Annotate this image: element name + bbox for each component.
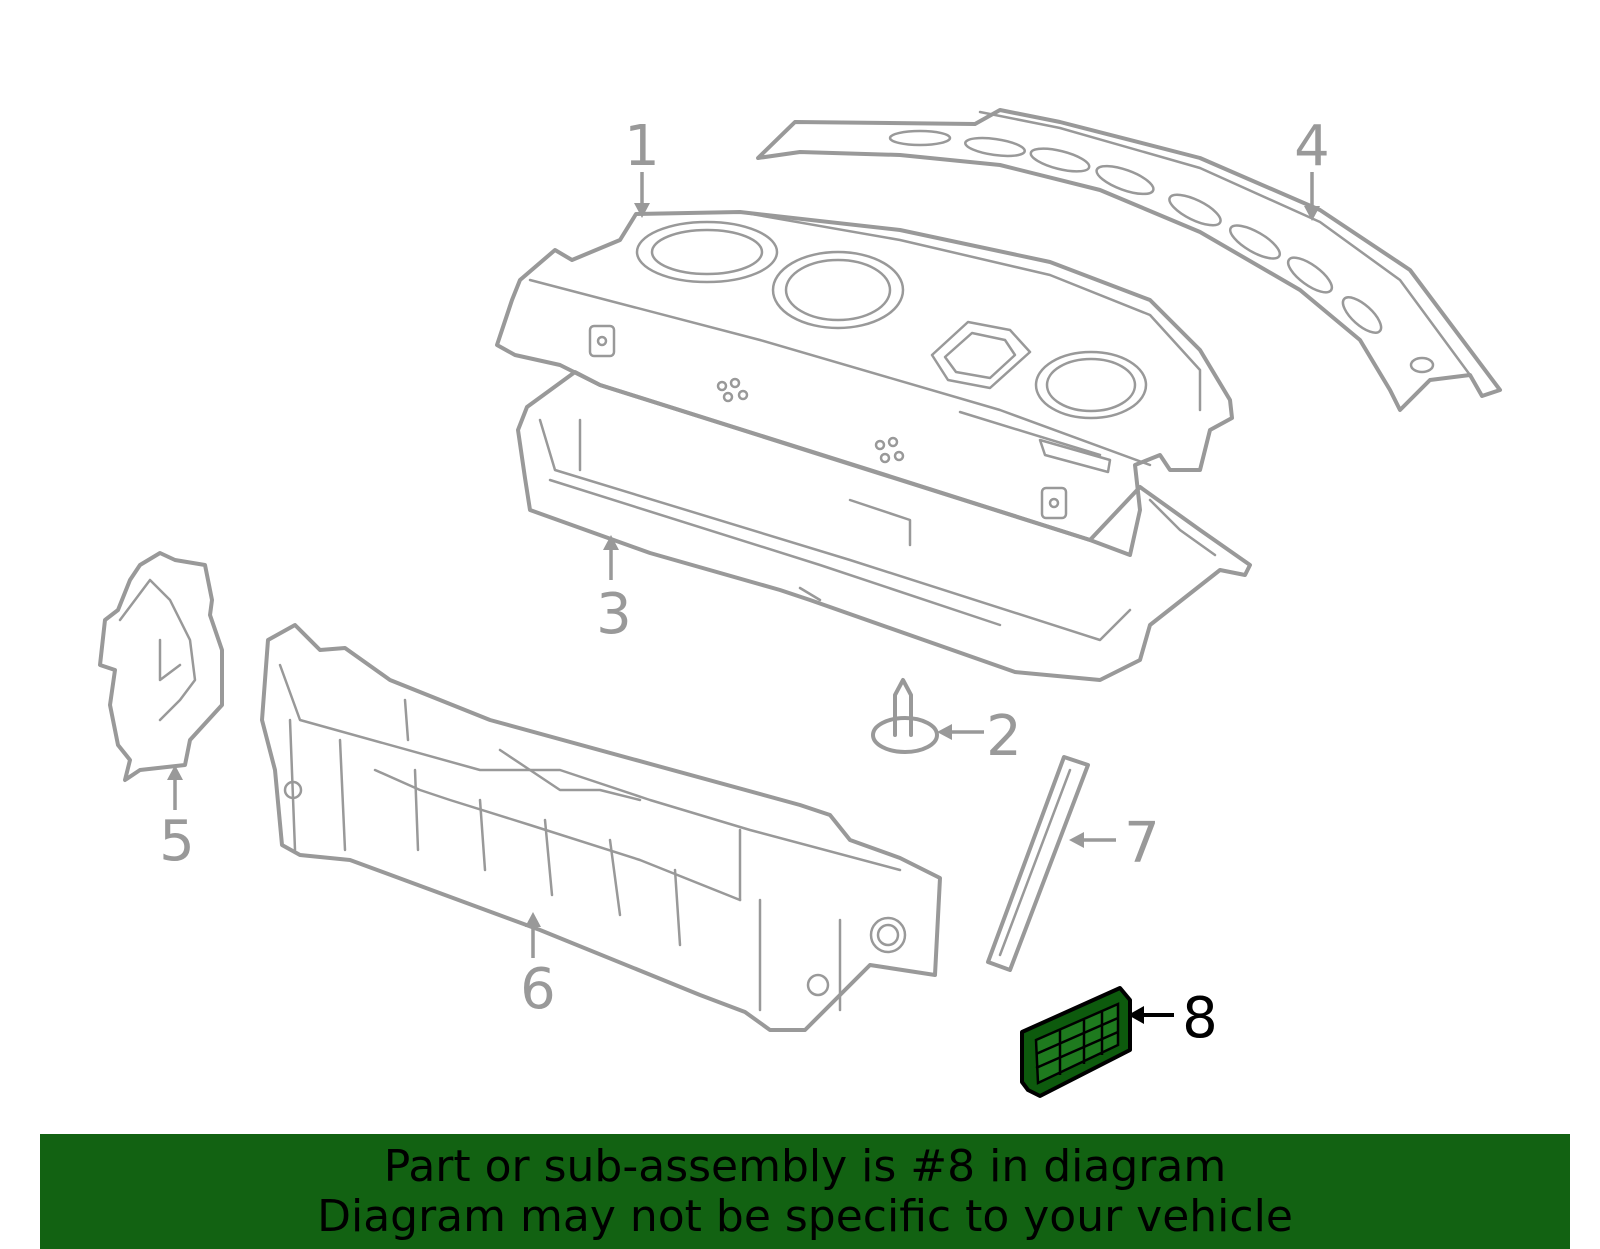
part-4-rail [756,108,1502,412]
callout-4-label: 4 [1294,114,1330,179]
callout-2-label: 2 [986,704,1022,769]
info-banner: Part or sub-assembly is #8 in diagram Di… [40,1134,1570,1249]
callout-7-label: 7 [1124,811,1160,876]
part-2-clip [871,678,939,754]
part-5-side-bracket [98,551,224,782]
callout-3-label: 3 [596,582,632,647]
part-8-vent-grille [1020,986,1132,1098]
callout-leaders [167,172,1320,1024]
banner-line-2: Diagram may not be specific to your vehi… [317,1191,1293,1242]
part-7-strip [986,755,1090,972]
part-3-lower-panel [516,370,1252,682]
banner-line-1: Part or sub-assembly is #8 in diagram [383,1141,1227,1192]
callout-1-label: 1 [624,114,660,179]
callout-5-label: 5 [159,809,195,874]
callout-8-label: 8 [1182,986,1218,1051]
callout-6-label: 6 [520,957,556,1022]
part-6-lower-panel [260,623,942,1032]
